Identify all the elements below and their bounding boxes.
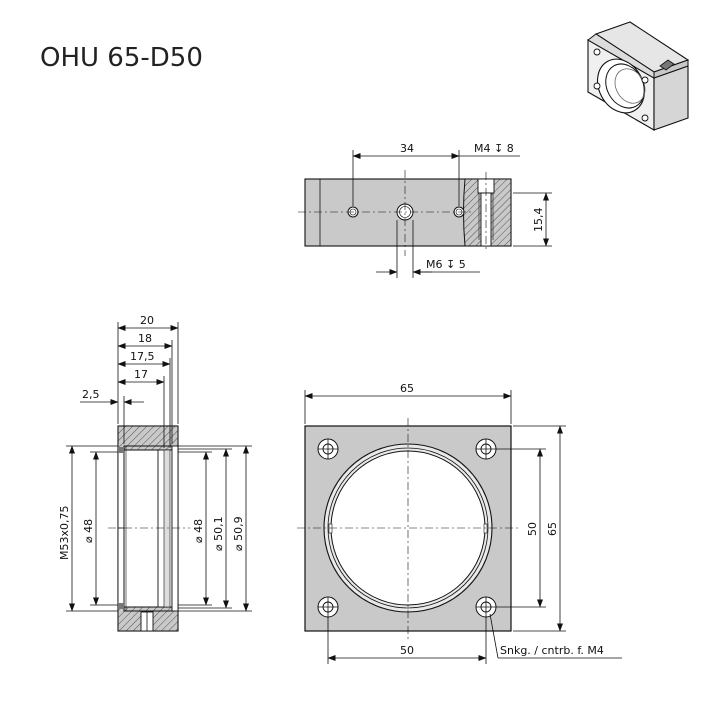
top-view: 34 M4 ↧ 8 15,4 M6 ↧ 5 bbox=[298, 142, 552, 278]
diameter-50-9: ⌀ 50,9 bbox=[232, 516, 245, 551]
diameter-48-left: ⌀ 48 bbox=[82, 519, 95, 543]
m4-depth-label: M4 ↧ 8 bbox=[474, 142, 514, 155]
dim-50-bottom: 50 bbox=[400, 644, 414, 657]
dim-17-5: 17,5 bbox=[130, 350, 155, 363]
dim-65-right: 65 bbox=[546, 522, 559, 536]
diameter-50-1: ⌀ 50,1 bbox=[212, 516, 225, 551]
dim-34: 34 bbox=[400, 142, 414, 155]
dim-65-top: 65 bbox=[400, 382, 414, 395]
front-view: 65 50 65 50 Snkg. / cntrb. f. M4 bbox=[297, 382, 622, 664]
diameter-48-right: ⌀ 48 bbox=[192, 519, 205, 543]
side-section-view: 20 18 17,5 17 2,5 M53x0,75 ⌀ 48 ⌀ 48 ⌀ 5… bbox=[58, 314, 252, 632]
dim-50-right: 50 bbox=[526, 522, 539, 536]
dim-2-5: 2,5 bbox=[82, 388, 100, 401]
thread-m53: M53x0,75 bbox=[58, 506, 71, 561]
dim-20: 20 bbox=[140, 314, 154, 327]
dim-15-4: 15,4 bbox=[532, 208, 545, 233]
m6-depth-label: M6 ↧ 5 bbox=[426, 258, 466, 271]
dim-18: 18 bbox=[138, 332, 152, 345]
product-title: OHU 65-D50 bbox=[40, 43, 203, 73]
isometric-view bbox=[587, 21, 690, 131]
counterbore-note: Snkg. / cntrb. f. M4 bbox=[500, 644, 604, 657]
dim-17: 17 bbox=[134, 368, 148, 381]
